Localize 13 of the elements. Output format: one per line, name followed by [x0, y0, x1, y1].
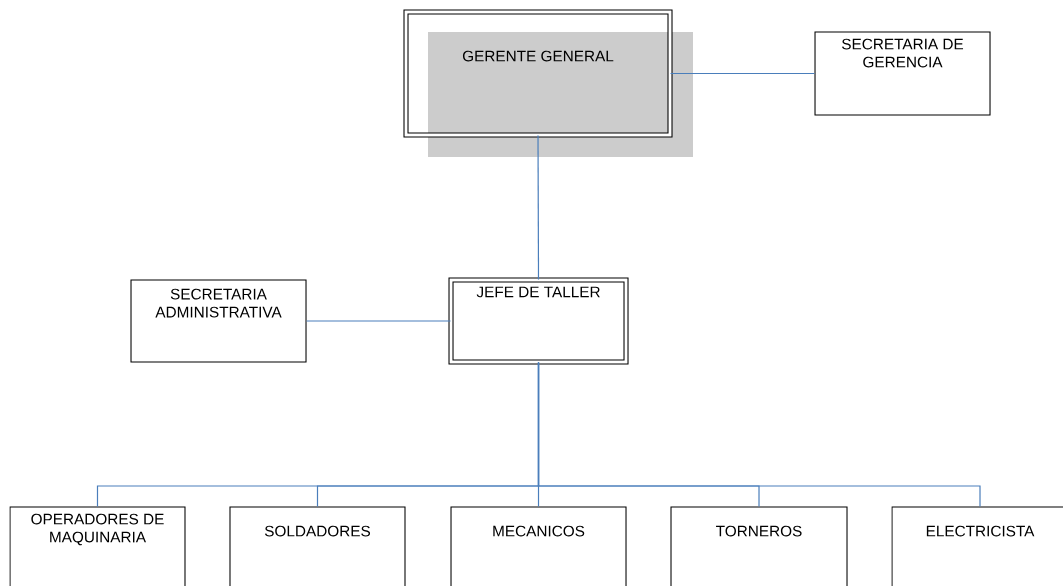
- org-box: GERENTE GENERAL: [403, 9, 693, 157]
- org-box: ELECTRICISTA: [891, 506, 1063, 586]
- connector-line: [305, 320, 452, 322]
- connector-line: [537, 134, 540, 281]
- org-box: SECRETARIA DE GERENCIA: [814, 31, 991, 116]
- org-box: SOLDADORES: [229, 506, 406, 586]
- org-box: JEFE DE TALLER: [448, 277, 629, 365]
- org-box: MECANICOS: [450, 506, 627, 586]
- connector-line: [669, 72, 816, 75]
- org-box: SECRETARIA ADMINISTRATIVA: [130, 279, 307, 363]
- org-box: TORNEROS: [670, 506, 848, 586]
- org-box: OPERADORES DE MAQUINARIA: [9, 506, 186, 586]
- connector-line: [537, 361, 981, 508]
